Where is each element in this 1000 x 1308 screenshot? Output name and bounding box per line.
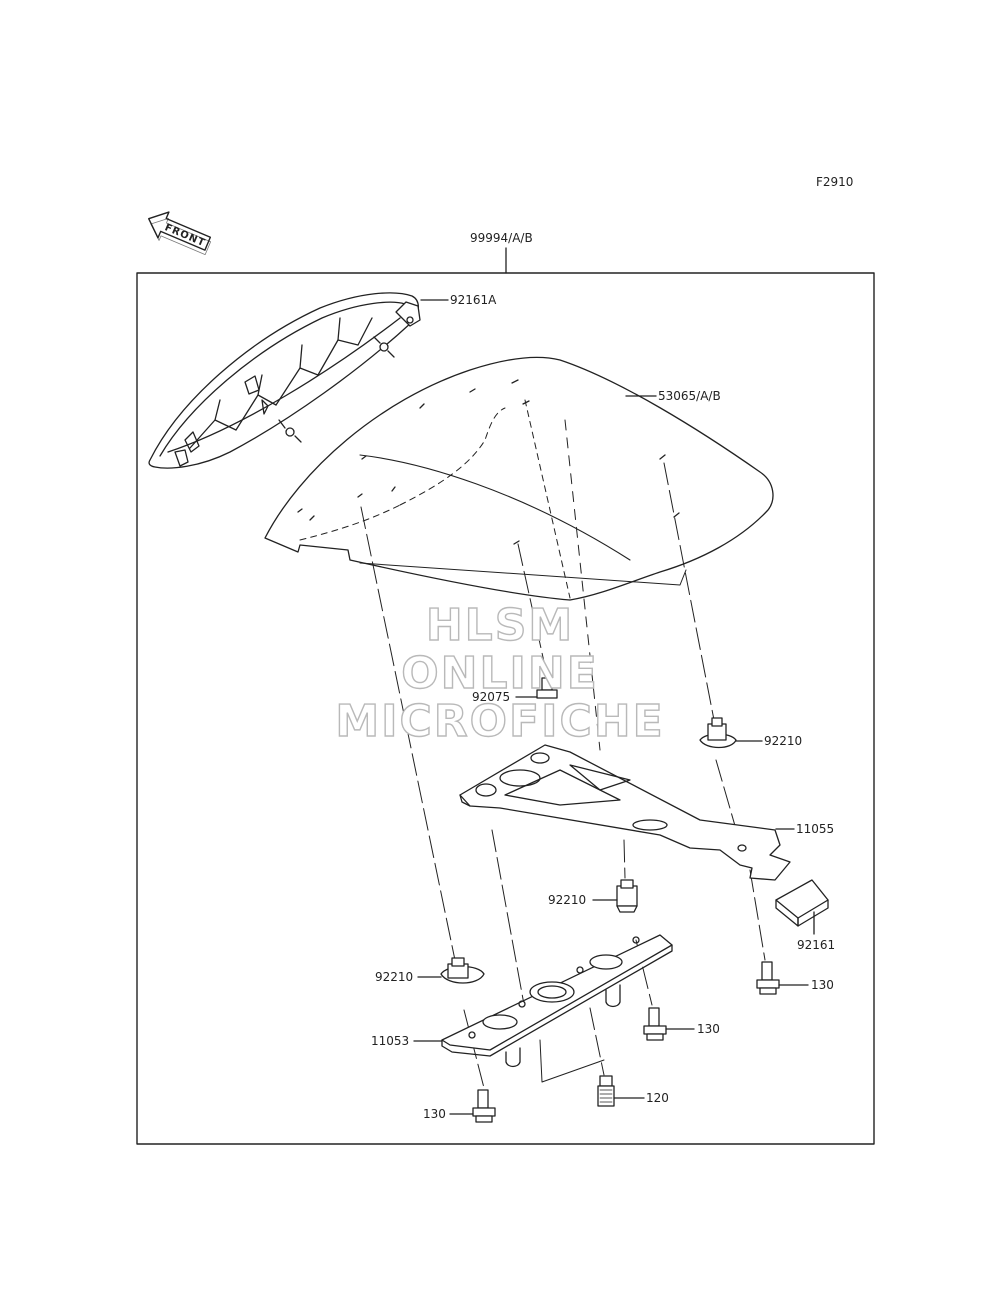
- figure-code: F2910: [816, 175, 854, 189]
- callout-92161[interactable]: 92161: [797, 938, 836, 952]
- damper-92161: [775, 879, 829, 927]
- nut-92210-left: [440, 957, 485, 984]
- nut-92210-mid: [616, 879, 638, 913]
- front-arrow-icon: FRONT: [148, 211, 212, 256]
- assembly-lines: [359, 462, 766, 1089]
- seat-cover-bracket: [148, 292, 421, 469]
- callout-92210-mid[interactable]: 92210: [548, 893, 587, 907]
- callout-11055[interactable]: 11055: [796, 822, 835, 836]
- screw-92075: [536, 677, 558, 699]
- callout-120[interactable]: 120: [646, 1091, 669, 1105]
- callout-130-mid[interactable]: 130: [697, 1022, 720, 1036]
- callout-92210-left[interactable]: 92210: [375, 970, 414, 984]
- bolt-130-mid: [643, 1007, 667, 1041]
- callout-92075[interactable]: 92075: [472, 690, 511, 704]
- watermark-line-3: MICROFICHE: [335, 695, 665, 747]
- callout-130-bottom[interactable]: 130: [423, 1107, 446, 1121]
- bolt-130-right: [756, 961, 780, 995]
- bolt-120: [597, 1075, 615, 1107]
- callout-11053[interactable]: 11053: [371, 1034, 410, 1048]
- callout-53065[interactable]: 53065/A/B: [658, 389, 721, 403]
- watermark-line-2: ONLINE: [401, 647, 599, 699]
- assembly-part-number: 99994/A/B: [470, 231, 533, 245]
- nut-92210-top: [699, 717, 737, 749]
- callout-92210-top[interactable]: 92210: [764, 734, 803, 748]
- bolt-130-bottom: [472, 1089, 496, 1123]
- callout-92161A[interactable]: 92161A: [450, 293, 497, 307]
- watermark-line-1: HLSM: [425, 599, 575, 651]
- bracket-11055: [459, 744, 791, 881]
- seat-cowl: [264, 356, 774, 751]
- callout-130-right[interactable]: 130: [811, 978, 834, 992]
- bracket-11053: [441, 934, 673, 1068]
